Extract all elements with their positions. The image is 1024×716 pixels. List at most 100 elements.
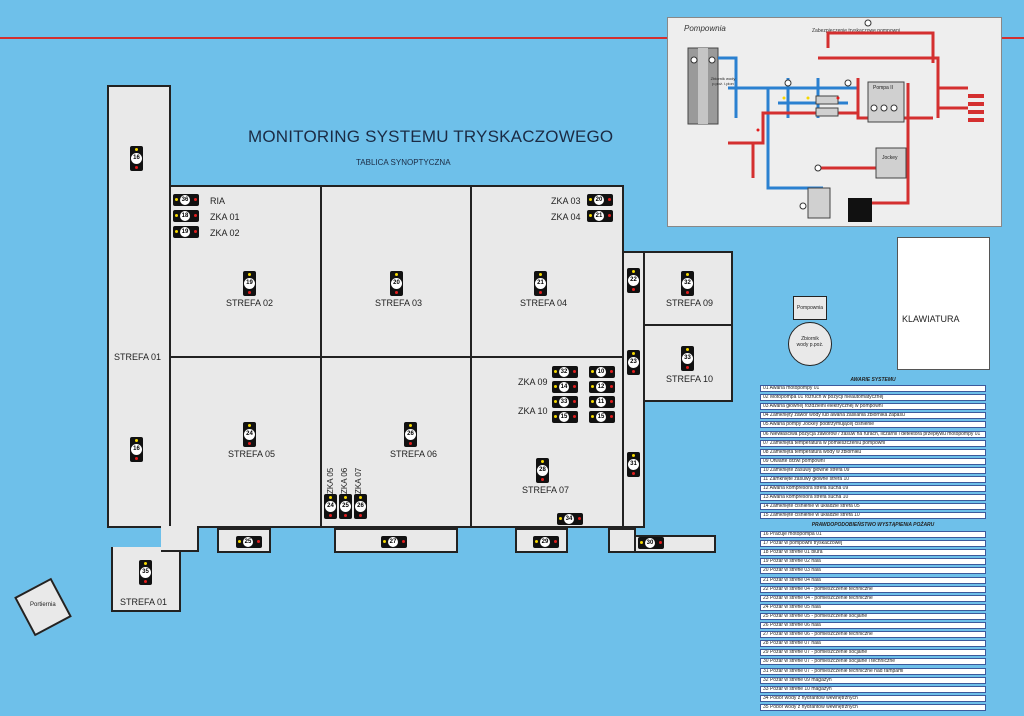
pumphouse-pompa-label: Pompa II: [873, 85, 894, 91]
awarie-row[interactable]: 08 Zamknięta temperatura wody w zbiornik…: [760, 448, 986, 456]
indicator-29-annex[interactable]: 29: [533, 536, 559, 548]
top-red-line: [0, 37, 1024, 39]
indicator-16-strefa-01[interactable]: 16: [130, 146, 143, 171]
indicator-20-strefa-03[interactable]: 20: [390, 271, 403, 296]
pozar-row[interactable]: 18 Pożar w strefie 01 biura: [760, 549, 986, 557]
indicator-26-strefa-06[interactable]: 26: [404, 422, 417, 447]
indicator-19-zka02[interactable]: 19: [173, 226, 199, 238]
awarie-row[interactable]: 11 Zamknięte zasuwy główne strefa 10: [760, 476, 986, 483]
valve-label-zka07: ZKA 07: [354, 467, 363, 494]
indicator-21-zka04[interactable]: 21: [587, 210, 613, 222]
awarie-row[interactable]: 13 Awaria kompresora strefa sucha 10: [760, 494, 986, 502]
indicator-35-strefa-01-annex[interactable]: 35: [139, 560, 152, 585]
awarie-row[interactable]: 10 Zamknięte zasuwy główne strefa 09: [760, 466, 986, 474]
indicator-zka06[interactable]: 25: [339, 494, 352, 519]
indicator-16-strefa-01-lower[interactable]: 16: [130, 437, 143, 462]
pozar-row[interactable]: 34 Pobór wody z hydrantów wewnętrznych: [760, 694, 986, 702]
pumphouse-panel[interactable]: Pompownia Zabezpieczenie tryskaczowe pom…: [667, 17, 1002, 227]
pozar-row[interactable]: 17 Pożar w pompowni tryskaczowej: [760, 540, 986, 548]
pozar-row[interactable]: 22 Pożar w strefie 04 - pomieszczenie te…: [760, 585, 986, 593]
indicator-11[interactable]: 11: [589, 396, 615, 408]
pumphouse-tank-text: Zbiornik wody p.poż. i.pion: [710, 76, 736, 86]
valve-label-zka09: ZKA 09: [518, 377, 548, 387]
pozar-row[interactable]: 25 Pożar w strefie 05 - pomieszczenie so…: [760, 612, 986, 620]
indicator-28-strefa-07[interactable]: 28: [536, 458, 549, 483]
pozar-row[interactable]: 28 Pożar w strefie 07 hala: [760, 640, 986, 648]
pozar-row[interactable]: 20 Pożar w strefie 03 hala: [760, 567, 986, 575]
valve-label-zka02: ZKA 02: [210, 228, 240, 238]
awarie-row[interactable]: 04 Zamknięty zawór wody lub awaria zasil…: [760, 412, 986, 420]
zone-strefa-01-connector[interactable]: [161, 526, 199, 552]
awarie-row[interactable]: 01 Awaria motopompy 01: [760, 385, 986, 392]
page-title: MONITORING SYSTEMU TRYSKACZOWEGO: [248, 127, 614, 146]
indicator-10[interactable]: 10: [589, 366, 615, 378]
indicator-23-corridor[interactable]: 23: [627, 350, 640, 375]
pozar-row[interactable]: 31 Pożar w strefie 07 - pomieszczenie te…: [760, 667, 986, 675]
indicator-14-zka09[interactable]: 14: [552, 381, 578, 393]
valve-label-zka01: ZKA 01: [210, 212, 240, 222]
valve-label-zka03: ZKA 03: [551, 196, 581, 206]
pozar-row[interactable]: 21 Pożar w strefie 04 hala: [760, 576, 986, 584]
pozar-row[interactable]: 35 Pobór wody z hydrantów wewnętrznych: [760, 703, 986, 711]
indicator-32-zka09[interactable]: 32: [552, 366, 578, 378]
pumphouse-jockey-label: Jockey: [882, 155, 898, 161]
indicator-19-strefa-02[interactable]: 19: [243, 271, 256, 296]
pompownia-label: Pompownia: [796, 305, 824, 311]
annex-room-30[interactable]: [608, 528, 636, 553]
indicator-33-strefa-10[interactable]: 33: [681, 346, 694, 371]
keyboard-box[interactable]: KLAWIATURA: [897, 237, 990, 370]
pozar-row[interactable]: 29 Pożar w strefie 07 - pomieszczenie so…: [760, 649, 986, 657]
pozar-row[interactable]: 16 Pracuje motopompa 01: [760, 531, 986, 538]
zone-label-strefa-09: STREFA 09: [666, 298, 714, 308]
indicator-24-strefa-05[interactable]: 24: [243, 422, 256, 447]
indicator-18-zka01[interactable]: 18: [173, 210, 199, 222]
pozar-row[interactable]: 30 Pożar w strefie 07 - pomieszczenie so…: [760, 658, 986, 666]
zone-label-strefa-02: STREFA 02: [226, 298, 274, 308]
page-subtitle: TABLICA SYNOPTYCZNA: [356, 158, 451, 167]
zone-label-strefa-06: STREFA 06: [390, 449, 438, 459]
indicator-21-strefa-04[interactable]: 21: [534, 271, 547, 296]
pompownia-building[interactable]: Pompownia: [793, 296, 827, 320]
indicator-zka07[interactable]: 26: [354, 494, 367, 519]
awarie-row[interactable]: 03 Awaria głównej rozdzielni elektryczne…: [760, 403, 986, 411]
portiernia-label: Portiernia: [30, 602, 56, 608]
indicator-25-annex[interactable]: 25: [236, 536, 262, 548]
indicator-22-corridor[interactable]: 22: [627, 268, 640, 293]
zone-label-strefa-01: STREFA 01: [114, 352, 162, 362]
indicator-32-strefa-09[interactable]: 32: [681, 271, 694, 296]
awarie-row[interactable]: 09 Otwarte drzwi pompowni: [760, 457, 986, 465]
indicator-33-zka10[interactable]: 33: [552, 396, 578, 408]
valve-label-zka05: ZKA 05: [326, 467, 335, 494]
awarie-row[interactable]: 14 Zamknięte ciśnienie w układzie strefa…: [760, 503, 986, 511]
zone-label-strefa-05: STREFA 05: [228, 449, 276, 459]
awarie-title: AWARIE SYSTEMU: [850, 377, 896, 383]
indicator-30-annex[interactable]: 30: [638, 537, 664, 549]
awarie-row[interactable]: 02 Motopompa 01 rozruch w pozycji nieaut…: [760, 394, 986, 402]
indicator-20-zka03[interactable]: 20: [587, 194, 613, 206]
pozar-row[interactable]: 26 Pożar w strefie 06 hala: [760, 622, 986, 629]
pozar-row[interactable]: 33 Pożar w strefie 10 magazyn: [760, 685, 986, 693]
indicator-zka05[interactable]: 24: [324, 494, 337, 519]
pumphouse-schematic: [687, 19, 984, 222]
indicator-12[interactable]: 12: [589, 381, 615, 393]
indicator-36-ria[interactable]: 36: [173, 194, 199, 206]
indicator-15-zka10[interactable]: 15: [552, 411, 578, 423]
pozar-row[interactable]: 24 Pożar w strefie 05 hala: [760, 603, 986, 611]
pozar-row[interactable]: 27 Pożar w strefie 06 - pomieszczenie te…: [760, 631, 986, 639]
indicator-27-annex[interactable]: 27: [381, 536, 407, 548]
pozar-row[interactable]: 32 Pożar w strefie 09 magazyn: [760, 676, 986, 684]
pumphouse-title: Pompownia: [684, 24, 726, 33]
zbiornik-tank[interactable]: Zbiornik wody p.poż.: [788, 322, 832, 366]
awarie-row[interactable]: 07 Zamknięta temperatura w pomieszczeniu…: [760, 439, 986, 447]
awarie-row[interactable]: 05 Awaria pompy Jockey podtrzymującej ci…: [760, 421, 986, 429]
awarie-row[interactable]: 12 Awaria kompresora strefa sucha 09: [760, 485, 986, 493]
awarie-row[interactable]: 15 Zamknięte ciśnienie w układzie strefa…: [760, 512, 986, 520]
pozar-row[interactable]: 19 Pożar w strefie 02 hala: [760, 558, 986, 566]
awarie-row[interactable]: 06 Niewłaściwa pozycja zaworów / zasuw n…: [760, 430, 986, 438]
indicator-31-corridor[interactable]: 31: [627, 452, 640, 477]
indicator-34-strefa-07[interactable]: 34: [557, 513, 583, 525]
zone-strefa-05[interactable]: [169, 356, 322, 528]
indicator-15b[interactable]: 15: [589, 411, 615, 423]
pozar-row[interactable]: 23 Pożar w strefie 04 - pomieszczenie te…: [760, 594, 986, 602]
zbiornik-label: Zbiornik wody p.poż.: [796, 336, 824, 348]
